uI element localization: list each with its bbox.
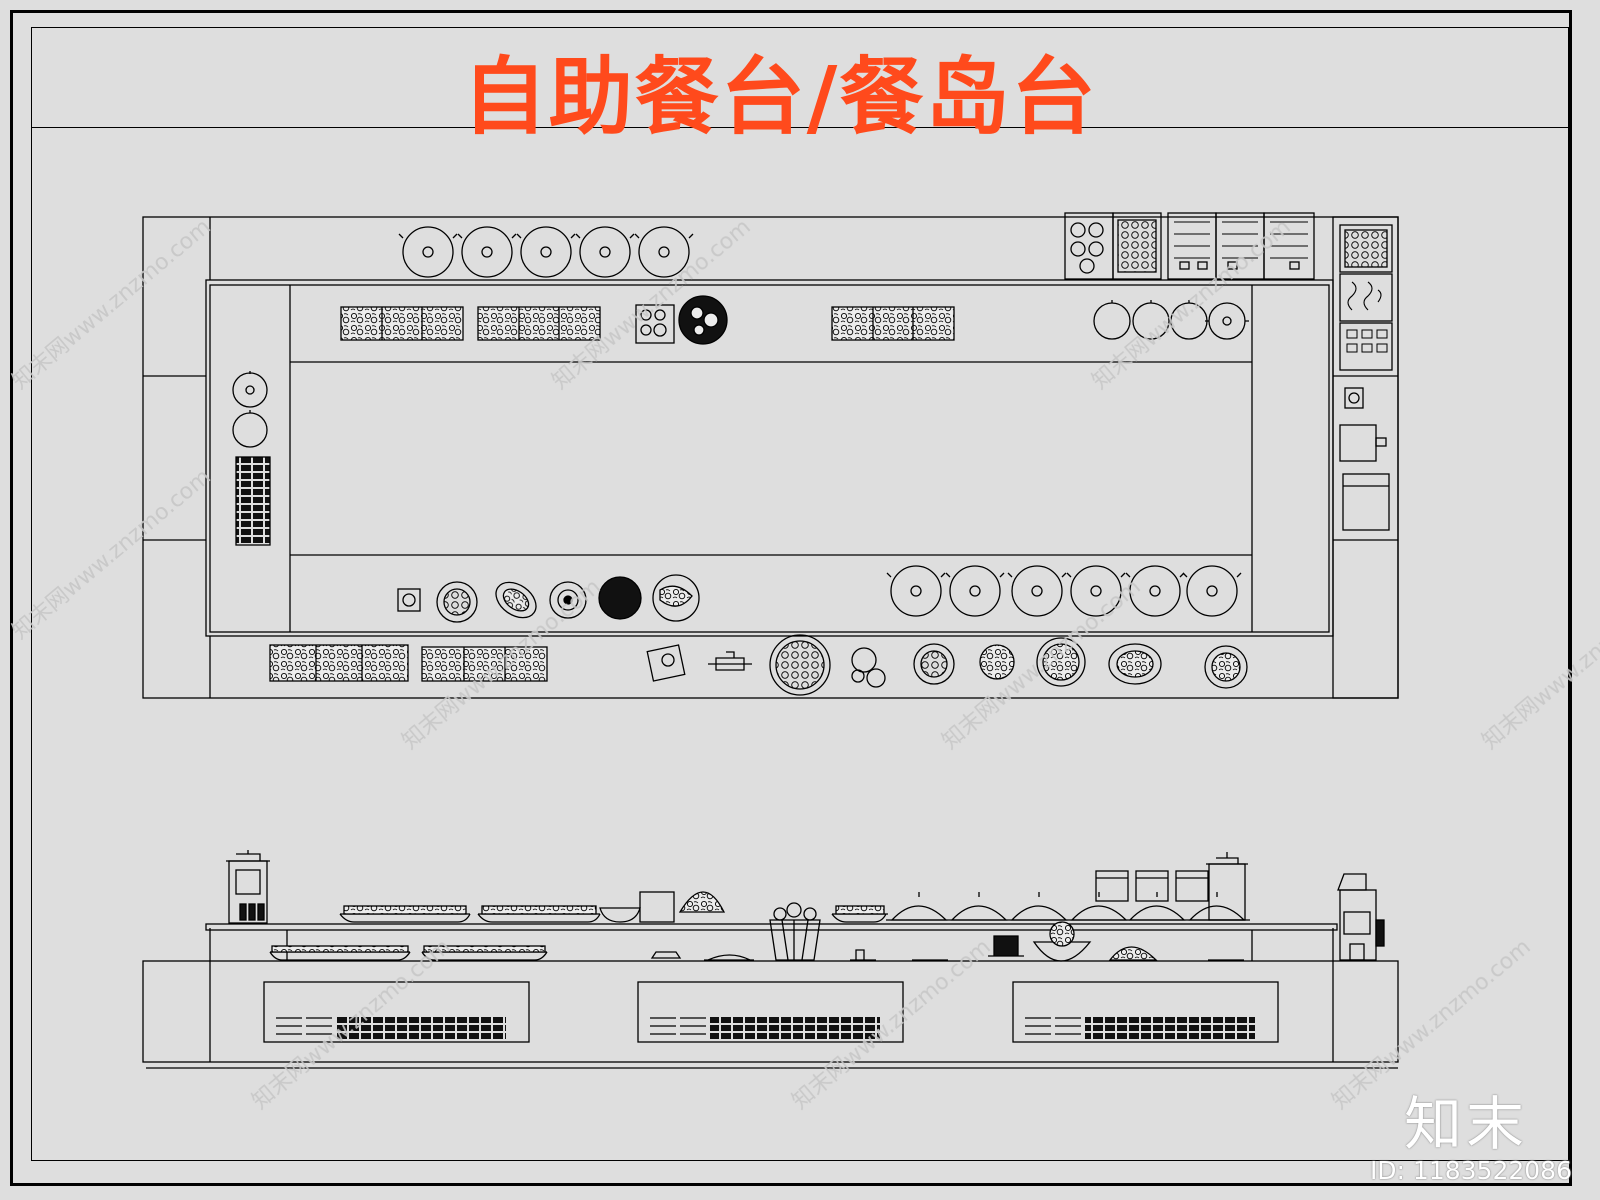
elevation-base-cabinet [142, 960, 1399, 1063]
watermark-logo: 知末 ID: 1183522086 [1370, 1092, 1572, 1186]
svg-text:知末网www.znzmo.com: 知末网www.znzmo.com [548, 214, 756, 394]
svg-text:知末网www.znzmo.com: 知末网www.znzmo.com [1478, 574, 1600, 754]
inner-frame [31, 27, 1569, 1161]
elevation-plate-cubbies [263, 981, 1279, 1043]
outer-frame [10, 10, 1572, 1186]
plan-fruit-trays-top [1064, 212, 1315, 280]
plan-right-wing [1332, 216, 1399, 699]
plan-left-station [232, 371, 271, 546]
plan-small-pots-top [1093, 300, 1249, 340]
plan-right-trays [1339, 224, 1393, 531]
elevation-chafing-lids [886, 892, 1250, 921]
front-elevation [142, 850, 1399, 1069]
plan-dishes-bottom-row [397, 574, 700, 623]
plan-chafing-dishes-bottom [886, 565, 1242, 617]
plan-food-pans-top [340, 295, 955, 345]
plan-island-top [205, 279, 1334, 637]
svg-text:知末网www.znzmo.com: 知末网www.znzmo.com [8, 214, 216, 394]
svg-text:知末网www.znzmo.com: 知末网www.znzmo.com [8, 464, 216, 644]
page-title: 自助餐台/餐岛台 [462, 48, 1098, 146]
elevation-upper-items [339, 891, 888, 923]
plan-view [142, 212, 1399, 699]
plan-chafing-dishes-top [398, 226, 694, 278]
image-id-text: ID: 1183522086 [1369, 1156, 1572, 1185]
elevation-lower-shelf [269, 921, 1244, 962]
logo-text: 知末 [1403, 1090, 1528, 1158]
svg-text:知末网www.znzmo.com: 知末网www.znzmo.com [938, 574, 1146, 754]
elevation-basket [769, 902, 821, 961]
elevation-juice-dispenser [226, 850, 270, 924]
elevation-coffee-machine [1337, 873, 1385, 961]
plan-outer-bottom-items [269, 634, 1248, 696]
title-band: 自助餐台/餐岛台 [31, 27, 1569, 146]
elevation-canisters [1095, 852, 1248, 921]
